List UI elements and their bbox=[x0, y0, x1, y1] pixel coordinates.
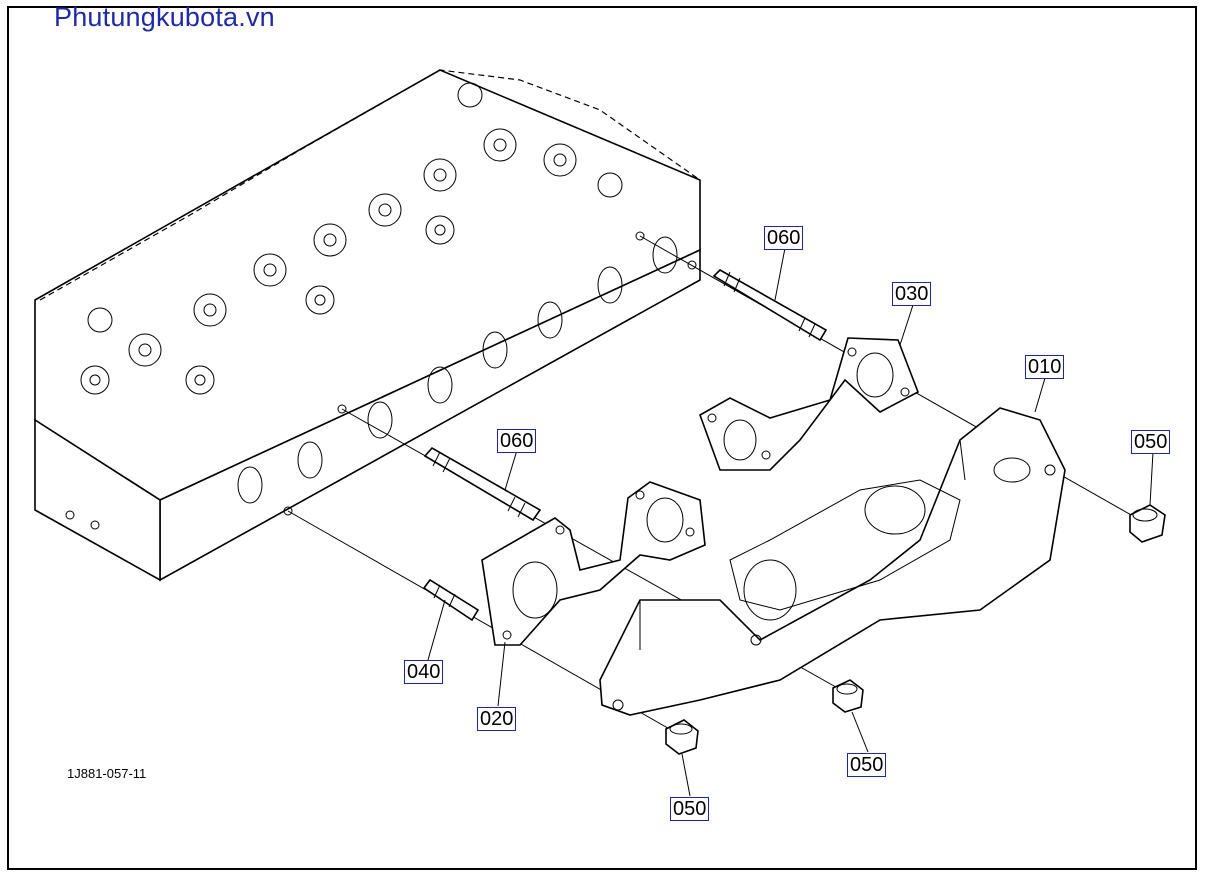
callout-010[interactable]: 010 bbox=[1025, 355, 1065, 379]
cylinder-head bbox=[34, 69, 701, 582]
nut-050-right bbox=[1129, 504, 1166, 543]
brand-watermark: Phutungkubota.vn bbox=[54, 2, 275, 32]
stud-060-mid bbox=[423, 446, 542, 522]
nut-050-bottom bbox=[665, 719, 699, 755]
drawing-code: 1J881-057-11 bbox=[67, 766, 147, 781]
gasket-020 bbox=[481, 481, 706, 646]
stud-060-top bbox=[712, 269, 828, 342]
nut-050-mid bbox=[832, 679, 864, 713]
callout-050-right[interactable]: 050 bbox=[1131, 430, 1171, 454]
callout-020[interactable]: 020 bbox=[477, 707, 517, 731]
callout-leaders bbox=[427, 247, 1154, 797]
exhaust-manifold-010 bbox=[599, 407, 1066, 716]
callout-050-bottom[interactable]: 050 bbox=[670, 797, 710, 821]
callout-030[interactable]: 030 bbox=[892, 282, 932, 306]
callout-040[interactable]: 040 bbox=[404, 660, 444, 684]
callout-060-mid[interactable]: 060 bbox=[497, 429, 537, 453]
gasket-030 bbox=[699, 337, 920, 471]
stud-040 bbox=[422, 578, 480, 622]
callout-050-mid[interactable]: 050 bbox=[847, 753, 887, 777]
callout-060-top[interactable]: 060 bbox=[764, 226, 804, 250]
